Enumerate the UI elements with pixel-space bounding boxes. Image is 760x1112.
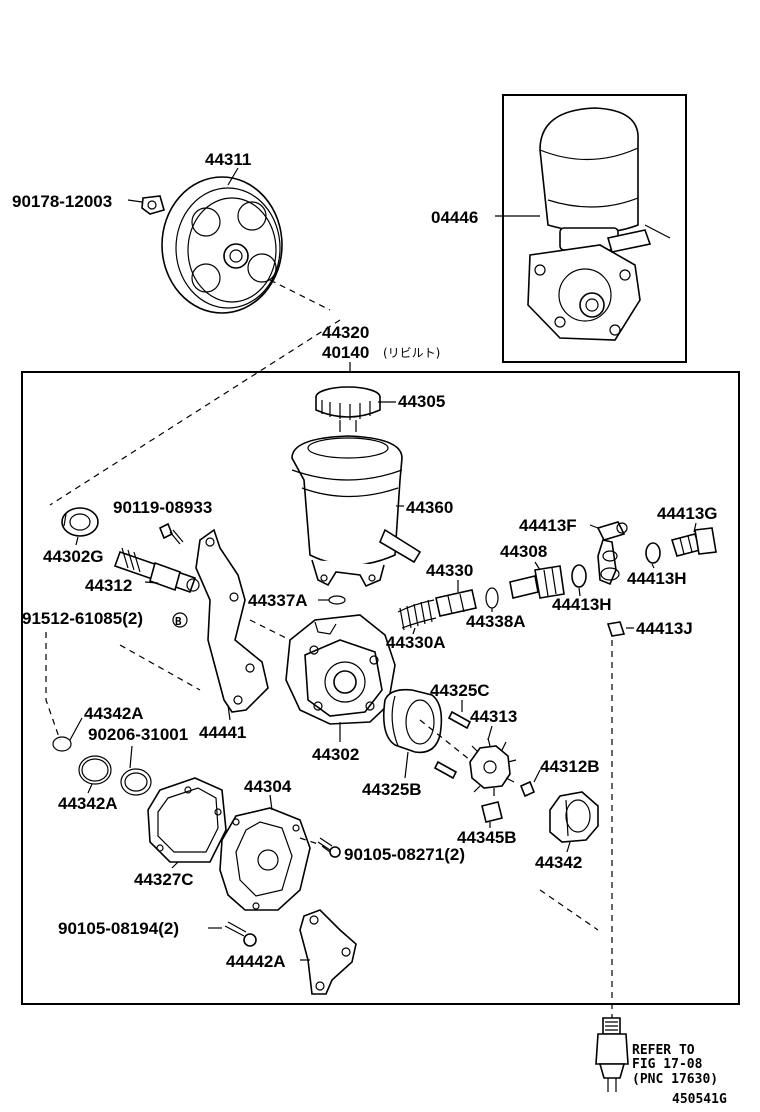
figure-id: 450541G (672, 1092, 727, 1107)
label-04446: 04446 (431, 208, 478, 227)
valve-44330 (435, 589, 477, 617)
union-bolt-44413G (670, 527, 717, 557)
pressure-switch-drawing (595, 1017, 629, 1092)
label-40140: 40140 (322, 343, 369, 362)
pin-44325C-second (433, 760, 458, 780)
label-44313: 44313 (470, 707, 517, 726)
label-44327C: 44327C (134, 870, 194, 889)
reservoir-44360 (291, 435, 422, 588)
gasket-44413H-left (571, 564, 587, 588)
label-44338A: 44338A (466, 612, 526, 631)
plate-44327C (147, 777, 227, 863)
bolt-90105-08194 (224, 921, 257, 947)
pulley-44311 (161, 176, 283, 314)
gasket-44413H-right (645, 542, 661, 564)
nut-90178-12003 (141, 195, 165, 215)
reservoir-cap-44305 (315, 386, 381, 432)
rear-housing-44304 (219, 807, 311, 911)
label-44304: 44304 (244, 777, 292, 796)
label-44330A: 44330A (386, 633, 446, 652)
oil-seal-44302G (61, 507, 99, 537)
bolt-90105-08271 (317, 837, 341, 858)
o-ring-44342A-large (78, 755, 112, 785)
cam-ring-44325B (382, 688, 443, 754)
label-44308: 44308 (500, 542, 547, 561)
label-44442A: 44442A (226, 952, 286, 971)
plug-44312B (519, 780, 536, 798)
refer-line-3: (PNC 17630) (632, 1072, 718, 1087)
cap-44413J (606, 621, 626, 637)
label-44342A-bottom: 44342A (58, 794, 118, 813)
o-ring-44342A-small (52, 736, 72, 752)
label-90206-31001: 90206-31001 (88, 725, 188, 744)
spring-44330A (397, 599, 437, 631)
pump-components-box (21, 371, 740, 1005)
label-44413F: 44413F (519, 516, 577, 535)
refer-line-2: FIG 17-08 (632, 1057, 703, 1072)
assembly-inset: 04446 (431, 94, 687, 363)
assembly-04446-drawing (527, 107, 671, 341)
label-44320: 44320 (322, 323, 369, 342)
pin-44325C (447, 710, 472, 730)
refer-line-1: REFER TO (632, 1043, 695, 1058)
o-ring-44337A-drawing (328, 595, 346, 605)
block-44345B (481, 801, 503, 823)
label-44413H-right: 44413H (627, 569, 687, 588)
label-44311: 44311 (205, 150, 251, 169)
label-90119-08933: 90119-08933 (113, 498, 212, 517)
label-44325C: 44325C (430, 681, 490, 700)
mark-circle-b (172, 612, 188, 628)
label-44312B: 44312B (540, 757, 600, 776)
snap-ring-90206-31001 (120, 745, 152, 796)
label-44360: 44360 (406, 498, 453, 517)
label-44342A-top: 44342A (84, 704, 144, 723)
label-44413G: 44413G (657, 504, 718, 523)
label-91512-mark: B (175, 615, 182, 628)
rotor-44313 (469, 737, 517, 796)
label-44342: 44342 (535, 853, 582, 872)
union-bolt-44413F (596, 521, 628, 586)
label-40140-note: (リビルト) (383, 346, 440, 360)
fitting-44308 (509, 565, 565, 599)
label-44312: 44312 (85, 576, 132, 595)
label-44330: 44330 (426, 561, 473, 580)
pump-body-44302 (285, 614, 396, 725)
label-44302G: 44302G (43, 547, 104, 566)
label-44413J: 44413J (636, 619, 693, 638)
label-91512-61085: 91512-61085(2) (22, 609, 143, 628)
screw-90119-08933 (158, 522, 184, 545)
label-44441: 44441 (199, 723, 246, 742)
valve-44342 (549, 791, 599, 843)
label-44302: 44302 (312, 745, 359, 764)
label-44325B: 44325B (362, 780, 422, 799)
label-90178-12003: 90178-12003 (12, 192, 112, 211)
label-90105-08194: 90105-08194(2) (58, 919, 179, 938)
label-44345B: 44345B (457, 828, 517, 847)
bracket-44442A (299, 909, 357, 995)
label-44413H-left: 44413H (552, 595, 612, 614)
label-44305: 44305 (398, 392, 445, 411)
label-90105-08271: 90105-08271(2) (344, 845, 465, 864)
label-44337A: 44337A (248, 591, 308, 610)
bracket-44441 (195, 528, 269, 713)
o-ring-44338A-drawing (485, 587, 499, 609)
